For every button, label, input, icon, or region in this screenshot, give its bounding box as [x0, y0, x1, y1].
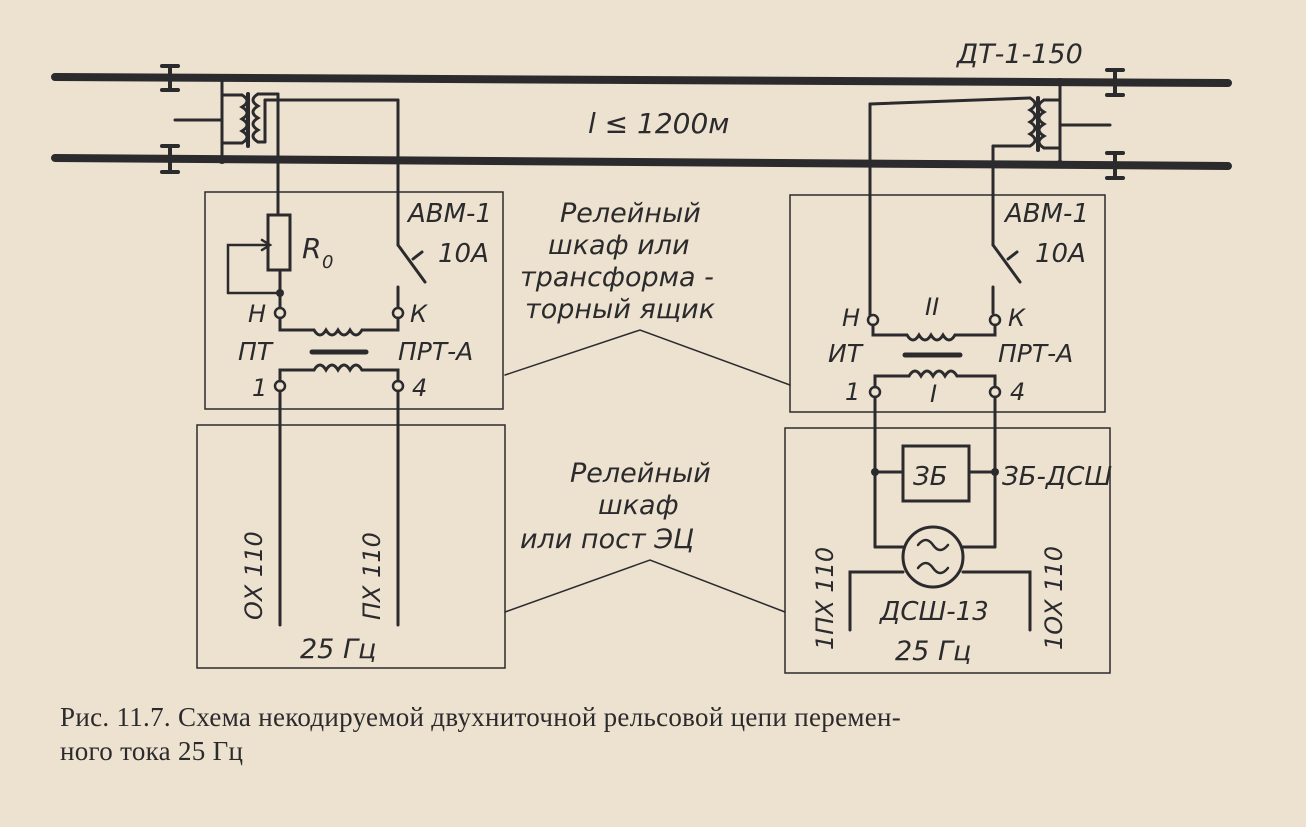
breaker-icon — [396, 243, 427, 284]
right-transformer-left-label: ИТ — [828, 339, 864, 368]
right-terminal-k: К — [1008, 304, 1026, 332]
left-terminal-k: К — [410, 300, 428, 328]
zb-label: ЗБ — [913, 462, 948, 492]
relay-dsh-icon — [901, 525, 965, 589]
figure-caption: Рис. 11.7. Схема некодируемой двухниточн… — [60, 700, 1250, 768]
left-frequency-label: 25 Гц — [300, 634, 376, 665]
left-terminal-n: Н — [248, 300, 266, 328]
zb-block-icon — [901, 444, 971, 503]
left-wire-2-label: ПХ 110 — [358, 532, 386, 620]
transformer-type-label: ДТ-1-150 — [956, 39, 1083, 70]
right-wire-1-label: 1ПХ 110 — [811, 547, 839, 650]
caption-line-1: Рис. 11.7. Схема некодируемой двухниточн… — [60, 702, 902, 732]
relay-label: ДСШ-13 — [879, 597, 989, 627]
insulating-joint-icons — [160, 64, 1125, 180]
left-transformer-right-label: ПРТ-А — [398, 337, 473, 366]
right-pin-4: 4 — [1010, 378, 1025, 406]
resistor-label: R — [302, 232, 321, 265]
left-switch-label: АВМ-1 — [406, 199, 492, 229]
right-terminal-n: Н — [842, 304, 860, 332]
leader-line-upper — [504, 329, 791, 386]
rail-top — [51, 73, 1232, 87]
left-lower-box — [196, 424, 506, 669]
circuit-diagram: ДТ-1-150 l ≤ 1200м АВМ-1 10А R 0 Н К ПТ … — [51, 39, 1232, 674]
middle-upper-line-2: шкаф или — [548, 230, 690, 261]
left-wire-1-label: ОХ 110 — [240, 531, 268, 620]
middle-lower-line-1: Релейный — [570, 458, 711, 489]
middle-upper-line-3: трансформа - — [520, 262, 714, 293]
rail-bottom — [51, 154, 1232, 170]
right-wire-2-label: 1ОХ 110 — [1040, 546, 1068, 650]
left-switch-current: 10А — [438, 239, 489, 269]
right-transformer-icon — [871, 323, 997, 549]
leader-line-lower — [504, 559, 786, 613]
right-switch-current: 10А — [1035, 239, 1086, 269]
right-lower-box — [784, 427, 1111, 674]
right-choke-transformer — [868, 80, 1112, 320]
resistor-icon — [266, 213, 292, 272]
left-transformer-icon — [278, 316, 400, 627]
middle-upper-line-1: Релейный — [560, 198, 701, 229]
zb-dsh-label: ЗБ-ДСШ — [1002, 462, 1112, 492]
middle-upper-line-4: торный ящик — [525, 294, 716, 325]
resistor-subscript: 0 — [322, 252, 333, 273]
winding-1-label: I — [930, 380, 937, 408]
left-cabinet-box — [204, 191, 504, 410]
left-pin-4: 4 — [412, 374, 427, 402]
right-cabinet-box — [789, 194, 1106, 413]
right-frequency-label: 25 Гц — [895, 636, 971, 667]
breaker-icon — [991, 243, 1022, 284]
middle-lower-line-2: шкаф — [598, 490, 679, 521]
winding-2-label: II — [925, 293, 939, 321]
caption-line-2: ного тока 25 Гц — [60, 736, 244, 766]
left-choke-transformer — [173, 76, 400, 247]
track-length-label: l ≤ 1200м — [588, 107, 729, 140]
left-transformer-left-label: ПТ — [238, 337, 274, 366]
right-transformer-right-label: ПРТ-А — [998, 339, 1073, 368]
middle-lower-line-3: или пост ЭЦ — [520, 524, 694, 555]
left-pin-1: 1 — [252, 374, 267, 402]
right-switch-label: АВМ-1 — [1003, 199, 1089, 229]
right-pin-1: 1 — [845, 378, 860, 406]
